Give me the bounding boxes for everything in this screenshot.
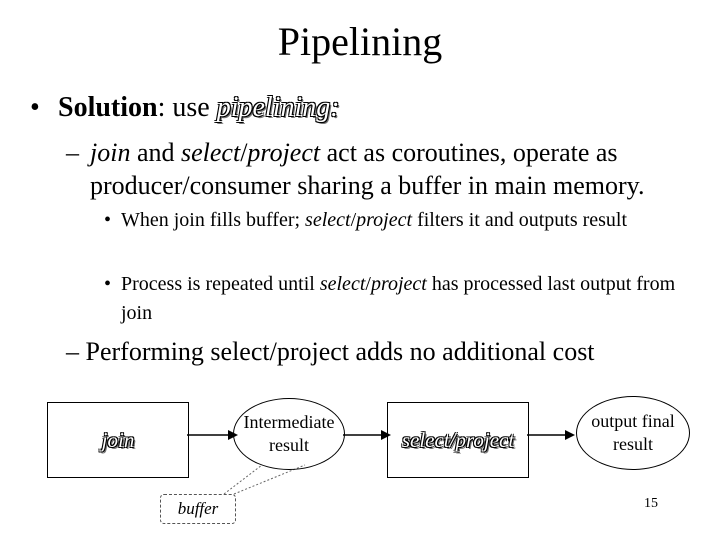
join-label: join bbox=[101, 427, 135, 452]
project-word: project bbox=[247, 138, 321, 167]
repeat-text: Process is repeated until bbox=[121, 273, 320, 295]
select-word: select bbox=[181, 138, 241, 167]
slash: / bbox=[350, 209, 357, 231]
select-word: select bbox=[305, 209, 351, 231]
subsub-bullet-fills: • When join fills buffer; select/project… bbox=[104, 206, 704, 235]
solution-label: Solution bbox=[58, 92, 158, 123]
coroutines-text: act as coroutines, operate as producer/c… bbox=[90, 138, 645, 200]
cost-text: Performing select/project adds no additi… bbox=[85, 337, 595, 366]
arrow-head bbox=[381, 430, 391, 440]
text-and: and bbox=[130, 138, 181, 167]
select-word: select bbox=[319, 273, 366, 295]
slash: / bbox=[240, 138, 248, 167]
join-box: join bbox=[47, 402, 189, 478]
arrow-head bbox=[565, 430, 575, 440]
join-word: join bbox=[90, 138, 131, 167]
project-word: project bbox=[356, 209, 413, 231]
select-project-label: select/project bbox=[401, 427, 515, 452]
bullet-dot: • bbox=[30, 92, 40, 123]
colon: : bbox=[157, 92, 173, 123]
sub-bullet-coroutines: – join and select/project act as corouti… bbox=[66, 136, 716, 202]
subsub-bullet-repeat: • Process is repeated until select/proje… bbox=[104, 270, 704, 328]
dash-marker: – bbox=[66, 138, 79, 167]
bullet-dot: • bbox=[104, 209, 112, 231]
output-label: output final result bbox=[591, 411, 675, 454]
buffer-callout-line bbox=[233, 464, 306, 495]
slide-title: Pipelining bbox=[277, 19, 443, 64]
pipelining-colon: : bbox=[330, 92, 340, 123]
processed-text: has processed last output from join bbox=[121, 273, 676, 324]
project-word: project bbox=[370, 273, 427, 295]
bullet-dot: • bbox=[104, 273, 112, 295]
output-node: output final result bbox=[576, 396, 690, 470]
page-number: 15 bbox=[644, 496, 658, 511]
filters-text: filters it and outputs result bbox=[412, 209, 628, 231]
sub-bullet-cost: – Performing select/project adds no addi… bbox=[66, 336, 595, 368]
buffer-callout-line bbox=[223, 464, 263, 495]
solution-lead: use bbox=[172, 92, 217, 123]
pipelining-term: pipelining bbox=[216, 92, 331, 123]
solution-bullet: • Solution: use pipelining: bbox=[30, 92, 340, 124]
fills-text: When join fills buffer; bbox=[121, 209, 306, 231]
intermediate-label: Intermediate result bbox=[243, 412, 335, 455]
slash: / bbox=[365, 273, 371, 295]
buffer-callout: buffer bbox=[160, 494, 236, 524]
dash-marker: – bbox=[66, 337, 86, 366]
select-project-box: select/project bbox=[387, 402, 529, 478]
intermediate-result-node: Intermediate result bbox=[233, 398, 345, 470]
